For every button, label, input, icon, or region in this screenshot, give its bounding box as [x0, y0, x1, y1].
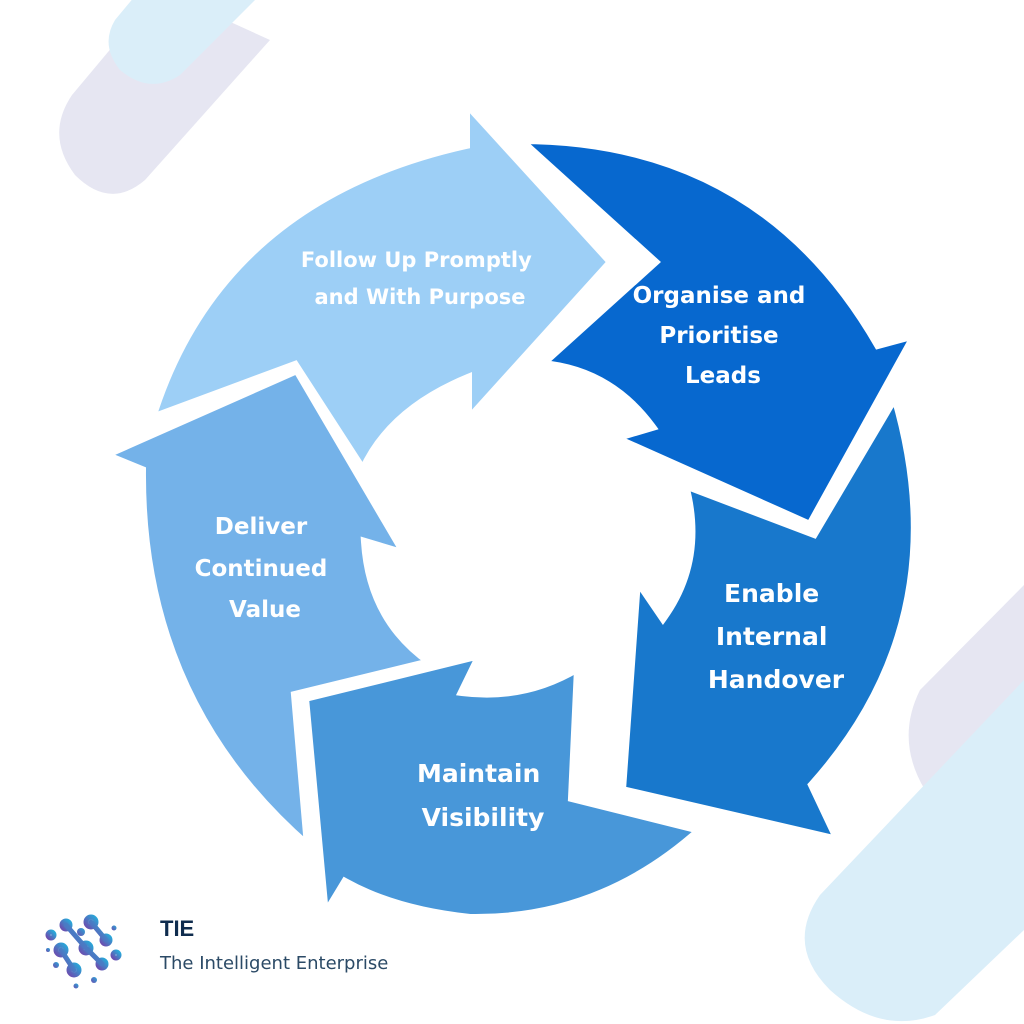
arrow-follow-up[interactable] — [145, 92, 617, 479]
brand-name: TIE — [160, 916, 195, 941]
brand-tagline: The Intelligent Enterprise — [160, 953, 389, 974]
network-globe-icon — [45, 914, 122, 989]
arrow-organise[interactable] — [509, 135, 924, 531]
step-label-deliver: Deliver Continued Value — [195, 514, 336, 623]
step-label-visibility: Maintain Visibility — [417, 759, 549, 832]
decor-pill-sky-right — [804, 680, 1024, 1022]
step-label-organise: Organise and Prioritise Leads — [633, 283, 814, 389]
brand-footer: TIE The Intelligent Enterprise — [36, 900, 388, 994]
step-label-follow-up: Follow Up Promptly and With Purpose — [301, 248, 539, 309]
arrow-handover[interactable] — [617, 387, 919, 846]
background-decor — [59, 0, 1024, 1022]
decor-pill-sky-top — [108, 0, 255, 84]
arrow-deliver[interactable] — [94, 364, 440, 856]
arrow-visibility[interactable] — [300, 649, 709, 928]
step-label-handover: Enable Internal Handover — [708, 579, 845, 694]
